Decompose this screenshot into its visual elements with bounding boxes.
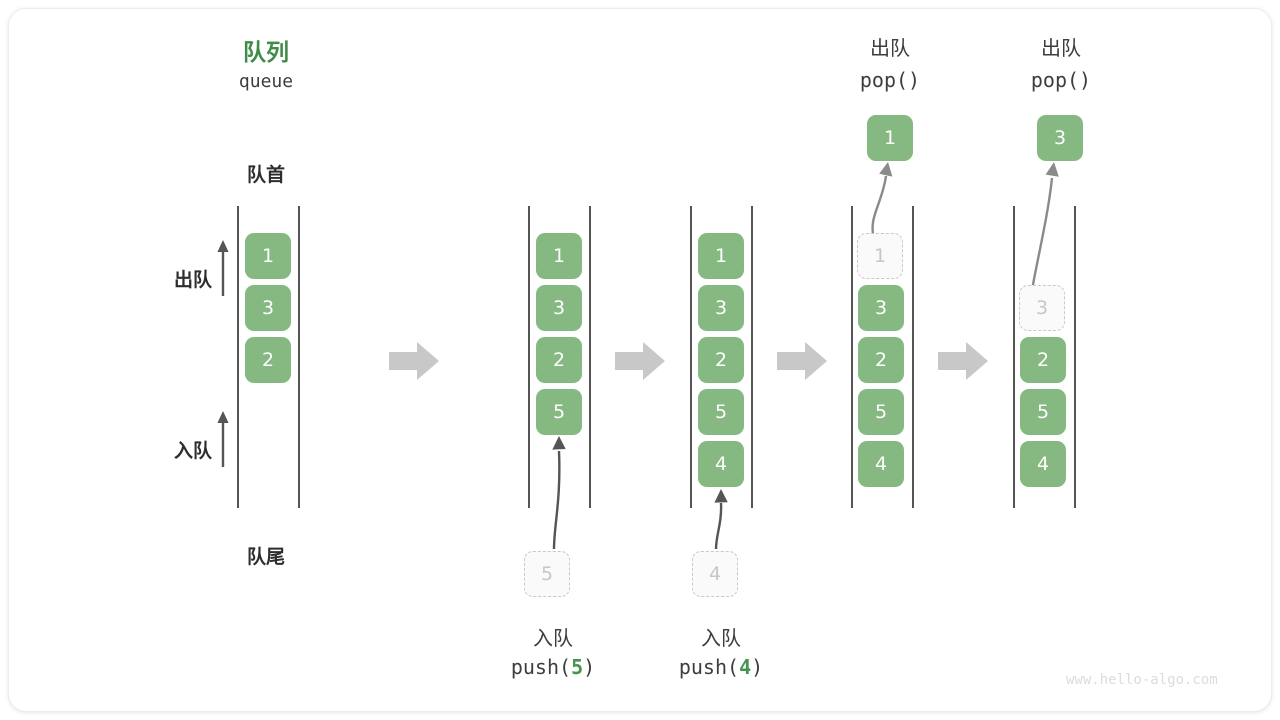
diagram-title-cn: 队列 [243,39,289,65]
pop-arrow-icon [852,160,904,240]
step-arrow-2 [615,340,667,382]
push-arrow-icon [696,487,742,551]
push-arg: 5 [571,655,584,679]
step-4-caption-cn: 出队 [870,38,910,60]
queue-rail-left [851,206,853,508]
queue-cell: 4 [1020,441,1066,487]
queue-popped-cell: 1 [867,115,913,161]
watermark: www.hello-algo.com [1066,672,1218,688]
queue-incoming-ghost-cell: 4 [692,551,738,597]
queue-rail-left [528,206,530,508]
queue-cell: 2 [536,337,582,383]
queue-cell: 4 [698,441,744,487]
queue-cell: 4 [858,441,904,487]
dequeue-direction-arrow-icon [213,238,233,298]
queue-cell: 5 [858,389,904,435]
queue-cell: 2 [858,337,904,383]
step-arrow-4 [938,340,990,382]
queue-rail-right [751,206,753,508]
push-label-text: push( [510,655,572,679]
queue-cell: 5 [536,389,582,435]
queue-cell: 3 [858,285,904,331]
step-4-caption-code: pop() [859,68,921,92]
queue-cell: 5 [698,389,744,435]
queue-cell: 3 [698,285,744,331]
diagram-title-en: queue [238,71,294,92]
queue-cell: 1 [698,233,744,279]
queue-rail-left [690,206,692,508]
queue-head-label: 队首 [246,165,285,186]
queue-rail-right [298,206,300,508]
push-paren-close: ) [751,655,764,679]
queue-cell: 5 [1020,389,1066,435]
queue-cell: 3 [1019,285,1065,331]
queue-cell: 1 [536,233,582,279]
push-arrow-icon [530,433,580,551]
enqueue-direction-arrow-icon [213,409,233,469]
push-label-text: push( [678,655,740,679]
queue-popped-cell: 3 [1037,115,1083,161]
queue-rail-right [1074,206,1076,508]
step-2-caption-code: push(5) [478,655,628,679]
step-arrow-1 [389,340,441,382]
queue-cell: 3 [245,285,291,331]
queue-cell: 1 [245,233,291,279]
queue-cell: 3 [536,285,582,331]
queue-incoming-ghost-cell: 5 [524,551,570,597]
step-arrow-3 [777,340,829,382]
push-arg: 4 [739,655,752,679]
step-2-caption-cn: 入队 [533,628,573,650]
pop-arrow-icon [1018,160,1074,292]
queue-rail-right [589,206,591,508]
step-5-caption-cn: 出队 [1041,38,1081,60]
queue-tail-label: 队尾 [246,547,285,568]
queue-rail-left [237,206,239,508]
queue-cell: 1 [857,233,903,279]
step-3-caption-code: push(4) [646,655,796,679]
push-paren-close: ) [583,655,596,679]
dequeue-direction-label: 出队 [173,270,212,291]
queue-cell: 2 [1020,337,1066,383]
step-5-caption-code: pop() [1030,68,1092,92]
queue-rail-left [1013,206,1015,508]
queue-rail-right [912,206,914,508]
step-3-caption-cn: 入队 [701,628,741,650]
enqueue-direction-label: 入队 [173,441,212,462]
queue-cell: 2 [698,337,744,383]
queue-cell: 2 [245,337,291,383]
